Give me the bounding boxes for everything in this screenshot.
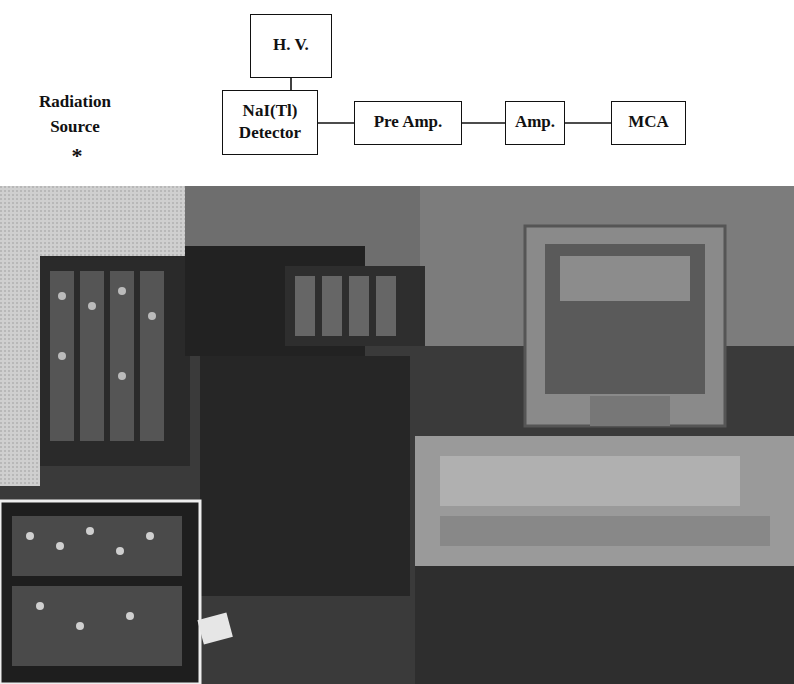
process-box: H. V. [250, 14, 332, 78]
box-text: Pre Amp. [361, 111, 455, 132]
signal-wire [462, 123, 505, 124]
signal-wire [318, 123, 354, 124]
process-box: Pre Amp. [354, 101, 462, 145]
source-label: Radiation Source [30, 90, 120, 139]
lab-photo [0, 186, 794, 684]
box-text: MCA [618, 111, 679, 132]
box-text: H. V. [257, 34, 325, 55]
source-marker: * [62, 140, 92, 172]
process-box: Amp. [505, 101, 565, 145]
process-box: MCA [611, 101, 686, 145]
diagram-stage: H. V. NaI(Tl) Detector Pre Amp. Amp. MCA Radi… [0, 0, 794, 186]
process-box: NaI(Tl) Detector [222, 90, 318, 155]
signal-wire [565, 123, 611, 124]
connector-layer [0, 0, 794, 186]
box-text: Amp. [512, 111, 558, 132]
signal-wire [291, 78, 292, 90]
box-text: NaI(Tl) Detector [229, 100, 311, 143]
